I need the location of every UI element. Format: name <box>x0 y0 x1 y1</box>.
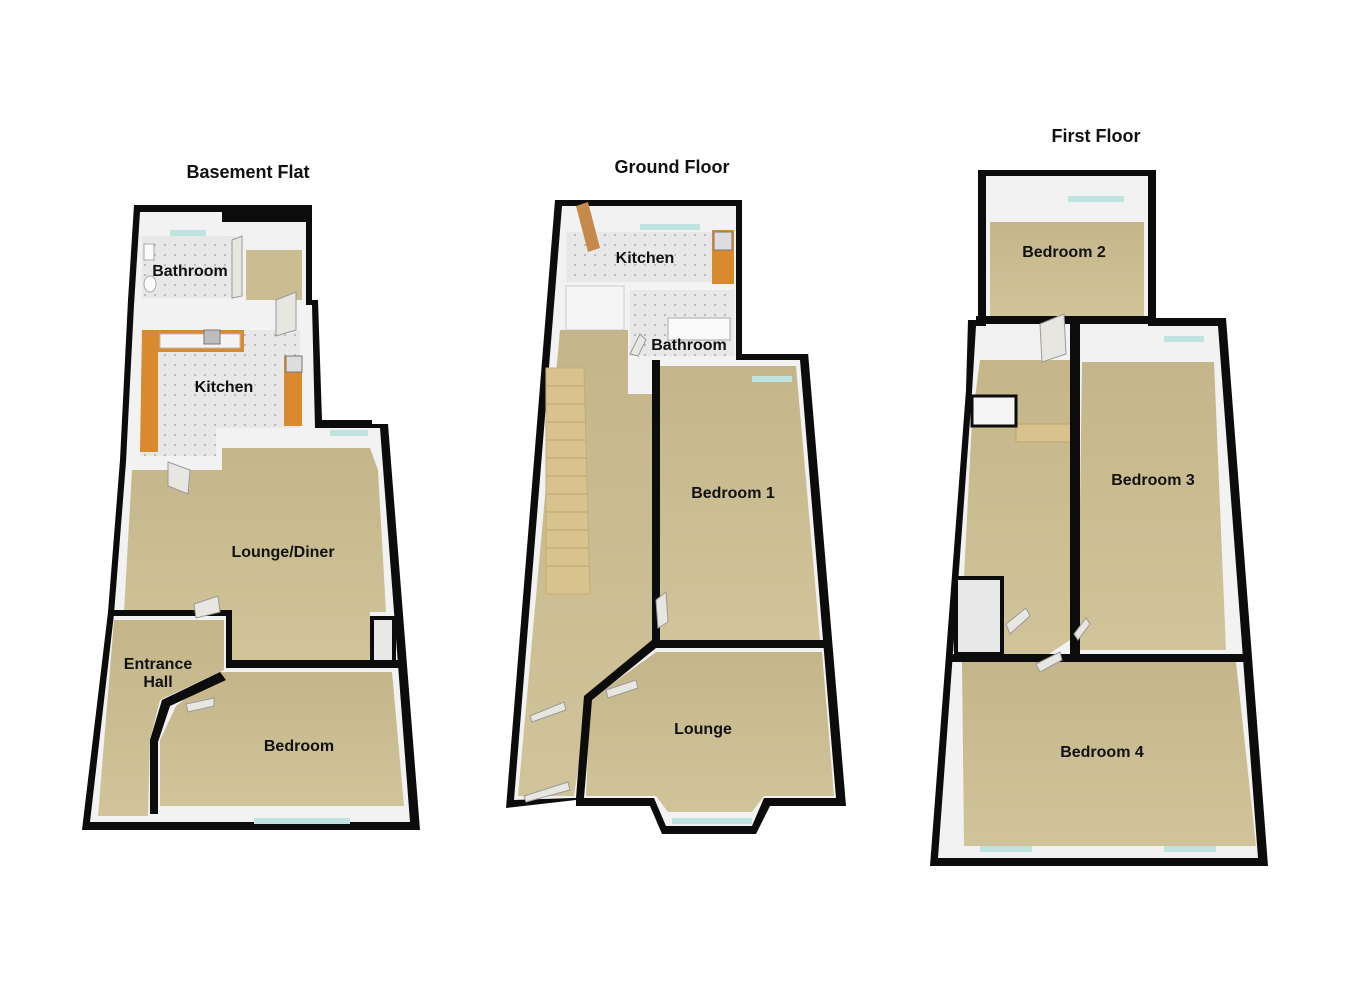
first-landing-closet <box>970 394 1018 428</box>
basement-door-2 <box>193 595 221 619</box>
ground-floor: Ground Floor <box>506 157 846 834</box>
first-landing-stairs <box>1015 423 1073 443</box>
ground-bath-icon <box>667 317 731 341</box>
basement-bedroom-label: Bedroom <box>264 738 334 755</box>
basin-icon <box>143 243 155 261</box>
basement-lounge-window <box>330 430 368 436</box>
first-door-2 <box>1005 607 1031 635</box>
ground-lounge-window <box>672 818 752 824</box>
sink-icon <box>203 329 221 345</box>
basement-bedroom-window <box>254 818 350 824</box>
first-bedroom3-label: Bedroom 3 <box>1111 472 1195 489</box>
hob-icon <box>285 355 303 373</box>
ground-bedroom1-label: Bedroom 1 <box>691 485 775 502</box>
first-bedroom4-window-right <box>1164 846 1216 852</box>
first-bedroom2-label: Bedroom 2 <box>1022 244 1106 261</box>
basement-door-4 <box>275 291 297 337</box>
first-bedroom4-window-left <box>980 846 1032 852</box>
first-title: First Floor <box>1052 126 1141 146</box>
ground-stair-treads <box>546 385 590 567</box>
basement-lounge-label: Lounge/Diner <box>231 544 334 561</box>
basement-bedroom-floor <box>160 672 404 806</box>
ground-title: Ground Floor <box>615 157 730 177</box>
ground-bedroom1-wall <box>652 360 660 646</box>
toilet-icon <box>143 275 157 293</box>
first-landing-cupboard <box>954 576 1004 656</box>
first-bedroom2-window <box>1068 196 1124 202</box>
ground-bedroom1-window <box>752 376 792 382</box>
basement-cupboard <box>222 210 306 222</box>
ground-lounge-floor <box>586 652 834 812</box>
ground-stairs <box>545 367 591 595</box>
basement-entrance-label-2: Hall <box>143 674 172 691</box>
first-door-4 <box>1073 617 1091 641</box>
first-bedroom3-window <box>1164 336 1204 342</box>
first-bedroom3-wall <box>1070 318 1080 654</box>
ground-lounge-label: Lounge <box>674 721 732 738</box>
ground-kitchen-door <box>576 202 600 252</box>
basement-lobby-floor <box>246 250 302 300</box>
basement-kitchen-floor <box>140 330 300 456</box>
ground-door-4 <box>629 333 647 357</box>
basement-kitchen-units <box>159 333 241 349</box>
basement-title: Basement Flat <box>186 162 309 182</box>
ground-kitchen-label: Kitchen <box>616 250 675 267</box>
first-bedroom2-wall <box>976 316 1156 324</box>
basement-entrance-label-1: Entrance <box>124 656 193 673</box>
ground-door-1 <box>605 679 639 699</box>
first-door-1 <box>1039 313 1067 363</box>
basement-kitchen-label: Kitchen <box>195 379 254 396</box>
ground-bathroom-label: Bathroom <box>651 337 727 354</box>
basement-cupboard-2 <box>370 616 396 664</box>
ground-door-2 <box>529 701 567 723</box>
ground-hob-icon <box>713 231 733 251</box>
basement-door-5 <box>231 235 243 299</box>
first-bedroom2-floor <box>990 222 1144 316</box>
basement-door-1 <box>167 461 191 495</box>
first-bedroom3-floor <box>1078 362 1226 650</box>
basement-kitchen-worktop-right <box>284 356 302 426</box>
first-floor: First Floor Bedroom 2 Bedroom 3 Bedroom … <box>930 126 1268 866</box>
ground-kitchen-window <box>640 224 700 230</box>
basement-door-3 <box>185 697 215 713</box>
ground-bedroom1-floor <box>660 366 820 640</box>
ground-door-3 <box>655 591 669 629</box>
basement-lounge-floor <box>124 448 386 662</box>
first-bedroom4-floor <box>962 662 1256 846</box>
basement-floor: Basement Flat <box>82 162 420 830</box>
ground-door-5 <box>523 781 571 803</box>
basement-window-bath <box>170 230 206 236</box>
first-bedroom4-label: Bedroom 4 <box>1060 744 1144 761</box>
basement-bathroom-floor <box>142 236 236 298</box>
basement-bathroom-label: Bathroom <box>152 263 228 280</box>
first-door-3 <box>1035 651 1063 673</box>
ground-lobby-floor <box>565 285 625 331</box>
basement-bedroom-wall <box>150 672 226 814</box>
basement-entrance-floor <box>98 620 224 816</box>
first-bedroom4-wall <box>950 654 1244 662</box>
